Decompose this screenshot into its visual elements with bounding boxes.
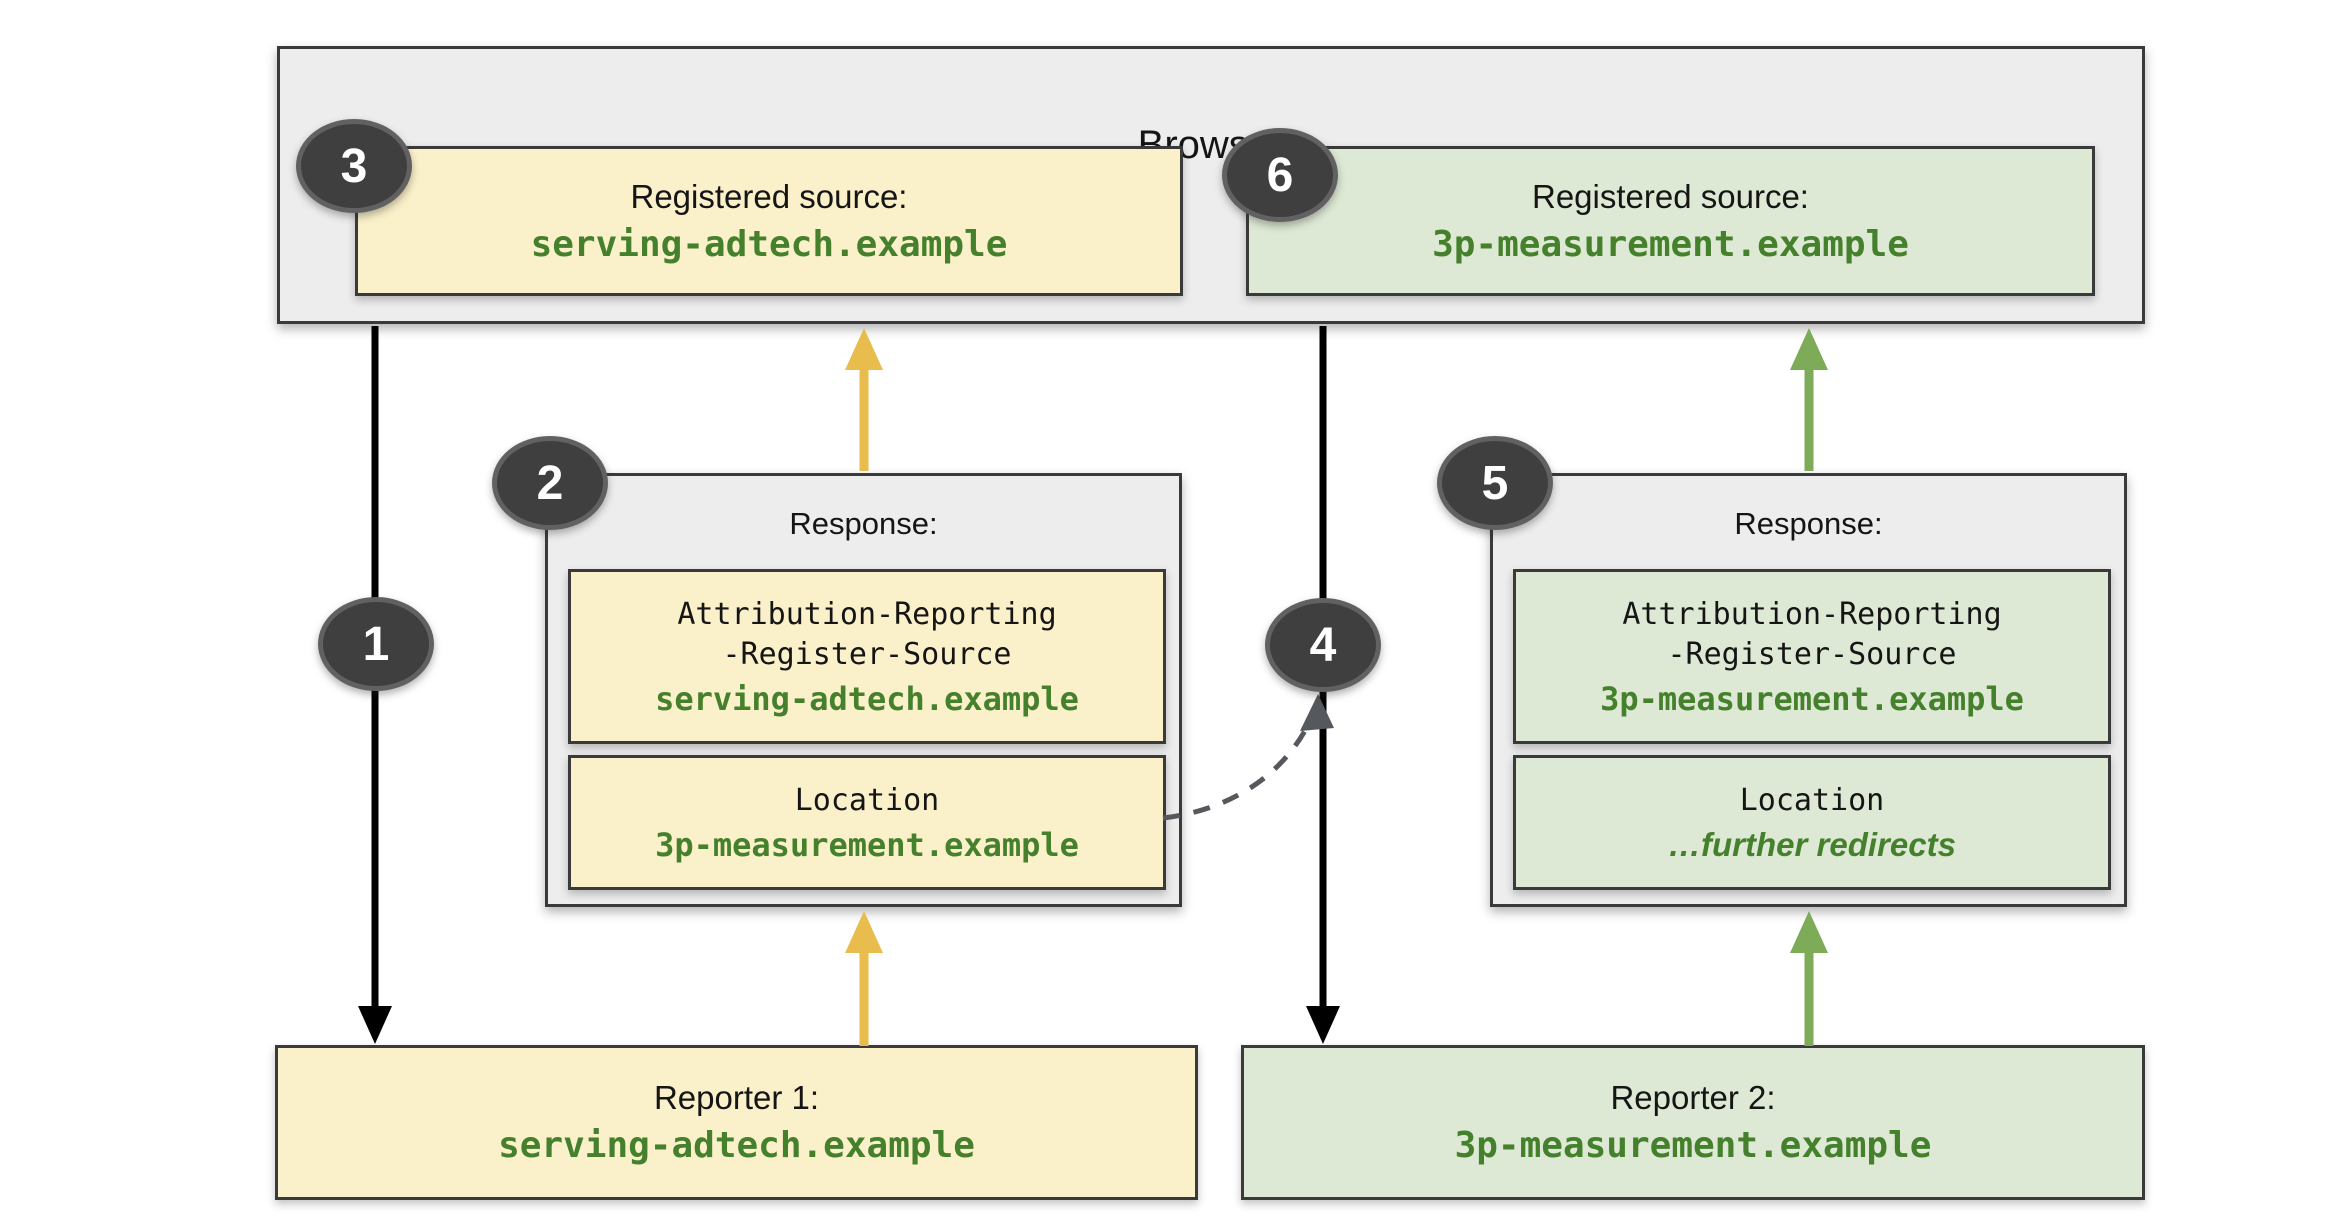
step-badge-6: 6 — [1222, 128, 1338, 222]
further-redirects-note: …further redirects — [1668, 826, 1956, 864]
registered-source-label: Registered source: — [630, 177, 908, 215]
step-badge-4: 4 — [1265, 598, 1381, 692]
header-value: serving-adtech.example — [655, 680, 1079, 719]
reporter-label: Reporter 2: — [1610, 1079, 1776, 1116]
header-location: Location 3p-measurement.example — [568, 755, 1166, 890]
header-name: Location — [1739, 782, 1885, 818]
step-badge-3: 3 — [296, 119, 412, 213]
response-box-3p-measurement: Response: Attribution-Reporting -Registe… — [1490, 473, 2127, 907]
header-value: 3p-measurement.example — [655, 826, 1079, 865]
reporter-2-box: Reporter 2: 3p-measurement.example — [1241, 1045, 2145, 1200]
header-location: Location …further redirects — [1513, 755, 2111, 890]
dashed-redirect-arrow — [1162, 711, 1317, 821]
header-attribution-reporting-register-source: Attribution-Reporting -Register-Source 3… — [1513, 569, 2111, 744]
header-attribution-reporting-register-source: Attribution-Reporting -Register-Source s… — [568, 569, 1166, 744]
browser-box: Browser Registered source: serving-adtec… — [277, 46, 2145, 324]
registered-source-domain: serving-adtech.example — [530, 223, 1008, 265]
reporter-domain: serving-adtech.example — [498, 1125, 975, 1166]
arrowhead-dashed-gray — [1300, 694, 1334, 731]
arrowhead-down-black-left — [358, 1006, 392, 1044]
response-title: Response: — [789, 506, 938, 541]
step-badge-1: 1 — [318, 597, 434, 691]
header-name: Attribution-Reporting -Register-Source — [1622, 596, 2002, 672]
header-name: Attribution-Reporting -Register-Source — [677, 596, 1057, 672]
registered-source-label: Registered source: — [1532, 177, 1809, 215]
reporter-1-box: Reporter 1: serving-adtech.example — [275, 1045, 1198, 1200]
arrowhead-up-yellow-lower — [845, 911, 883, 953]
registered-source-serving-adtech: Registered source: serving-adtech.exampl… — [355, 146, 1183, 296]
reporter-label: Reporter 1: — [653, 1079, 820, 1116]
response-box-serving-adtech: Response: Attribution-Reporting -Registe… — [545, 473, 1182, 907]
arrowhead-up-yellow-upper — [845, 328, 883, 370]
response-title: Response: — [1734, 506, 1883, 541]
step-badge-2: 2 — [492, 436, 608, 530]
arrowhead-down-black-right — [1306, 1006, 1340, 1044]
arrowhead-up-green-lower — [1790, 911, 1828, 953]
registered-source-domain: 3p-measurement.example — [1432, 223, 1909, 265]
arrowhead-up-green-upper — [1790, 328, 1828, 370]
header-value: 3p-measurement.example — [1600, 680, 2024, 719]
registered-source-3p-measurement: Registered source: 3p-measurement.exampl… — [1246, 146, 2095, 296]
step-badge-5: 5 — [1437, 436, 1553, 530]
header-name: Location — [794, 782, 940, 818]
reporter-domain: 3p-measurement.example — [1454, 1125, 1932, 1166]
